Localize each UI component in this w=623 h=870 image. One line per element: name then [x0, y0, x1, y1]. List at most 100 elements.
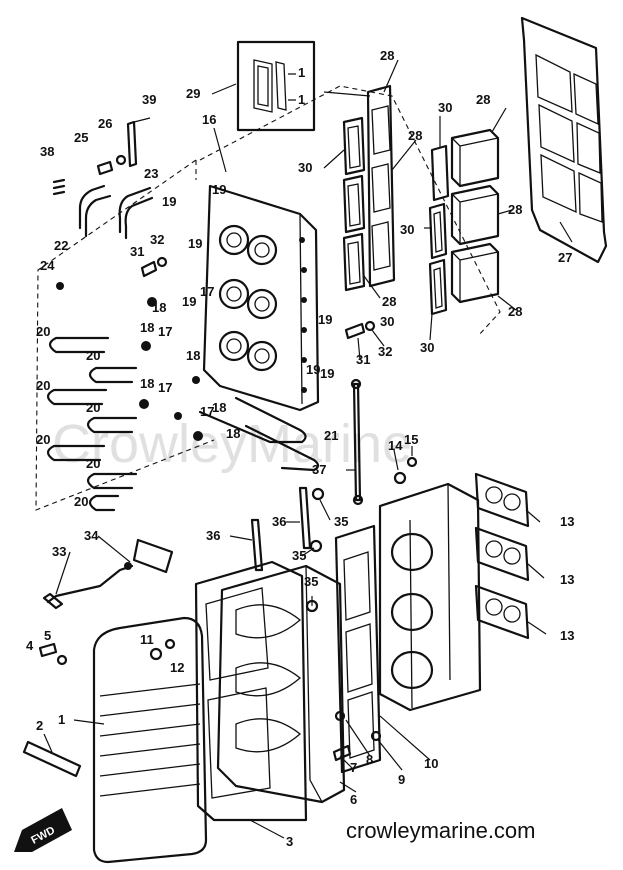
callout-20: 20: [86, 400, 100, 415]
callout-14: 14: [388, 438, 403, 453]
carburetor-assembly: [378, 482, 482, 712]
callout-20: 20: [74, 494, 88, 509]
callout-22: 22: [54, 238, 68, 253]
callout-15: 15: [404, 432, 418, 447]
callout-19: 19: [320, 366, 334, 381]
callout-7: 7: [350, 760, 357, 775]
callout-18: 18: [186, 348, 200, 363]
callout-34: 34: [84, 528, 99, 543]
fwd-arrow-icon: FWD: [14, 808, 72, 852]
site-label: crowleymarine.com: [346, 818, 536, 843]
manifold-assembly-bracket: [199, 85, 501, 337]
callout-12: 12: [170, 660, 184, 675]
callout-28: 28: [380, 48, 394, 63]
hose-group-bracket: [35, 159, 215, 511]
gasket-27: [520, 16, 608, 264]
gaskets-13: [474, 472, 530, 640]
callout-11: 11: [140, 632, 154, 647]
callout-labels: 1 2 3 4 5 6 7 8 9 10 11 12 13 13 13 14 1…: [26, 48, 574, 849]
watermark: CrowleyMarine: [52, 414, 412, 474]
callout-31: 31: [130, 244, 144, 259]
small-parts-7-8-9-11-12: [149, 638, 382, 762]
callout-28: 28: [508, 304, 522, 319]
callout-13: 13: [560, 628, 574, 643]
callout-26: 26: [98, 116, 112, 131]
callout-17: 17: [158, 324, 172, 339]
reed-gaskets-30-left: [342, 116, 366, 292]
callout-28: 28: [508, 202, 522, 217]
callout-27: 27: [558, 250, 572, 265]
callout-33: 33: [52, 544, 66, 559]
callout-6: 6: [350, 792, 357, 807]
callout-21: 21: [324, 428, 338, 443]
reed-valve-inset-29: 1 1: [236, 40, 316, 132]
callout-9: 9: [398, 772, 405, 787]
hardware-31-32: [56, 256, 376, 340]
callout-35: 35: [292, 548, 306, 563]
callout-2: 2: [36, 718, 43, 733]
reed-gaskets-30-right: [428, 144, 450, 316]
callout-30: 30: [380, 314, 394, 329]
callout-18: 18: [212, 400, 226, 415]
callout-19: 19: [188, 236, 202, 251]
callout-37: 37: [312, 462, 326, 477]
callout-16: 16: [202, 112, 216, 127]
callout-28: 28: [476, 92, 490, 107]
intake-manifold-16: [202, 184, 320, 412]
callout-30: 30: [438, 100, 452, 115]
callout-19: 19: [306, 362, 320, 377]
reed-valve-blocks-28: [450, 128, 500, 304]
screw-4-5: [38, 642, 68, 666]
callout-19: 19: [318, 312, 332, 327]
callout-32: 32: [150, 232, 164, 247]
plate-2: [22, 740, 82, 778]
callout-20: 20: [86, 456, 100, 471]
gasket-10: [334, 524, 382, 774]
fittings-35: [305, 487, 325, 613]
linkage-33-34: [42, 538, 174, 610]
hardware-25-26-38-39: [52, 120, 138, 196]
gasket-3: [194, 560, 308, 822]
reed-plate-column-28: [366, 84, 396, 288]
silencer-cover-1: [92, 616, 208, 864]
callout-18: 18: [152, 300, 166, 315]
callout-13: 13: [560, 514, 574, 529]
callout-3: 3: [286, 834, 293, 849]
callout-20: 20: [36, 378, 50, 393]
callout-1: 1: [58, 712, 65, 727]
hoses-22-23: [78, 184, 154, 240]
callout-36: 36: [206, 528, 220, 543]
callout-17: 17: [200, 284, 214, 299]
callout-38: 38: [40, 144, 54, 159]
callout-32: 32: [378, 344, 392, 359]
callout-30: 30: [298, 160, 312, 175]
callout-17: 17: [158, 380, 172, 395]
callout-25: 25: [74, 130, 88, 145]
callout-19: 19: [162, 194, 176, 209]
callout-10: 10: [424, 756, 438, 771]
inset-mark: 1: [298, 92, 305, 107]
callout-20: 20: [36, 324, 50, 339]
callout-17: 17: [200, 404, 214, 419]
callout-4: 4: [26, 638, 34, 653]
callout-8: 8: [366, 752, 373, 767]
callout-18: 18: [140, 320, 154, 335]
callout-29: 29: [186, 86, 200, 101]
bolt-14-15: [393, 456, 418, 485]
callout-28: 28: [408, 128, 422, 143]
callout-19: 19: [212, 182, 226, 197]
silencer-base-6: [216, 564, 346, 804]
callout-18: 18: [226, 426, 240, 441]
callout-35: 35: [334, 514, 348, 529]
callout-20: 20: [86, 348, 100, 363]
callout-23: 23: [144, 166, 158, 181]
callout-35: 35: [304, 574, 318, 589]
callout-13: 13: [560, 572, 574, 587]
callout-31: 31: [356, 352, 370, 367]
callout-30: 30: [400, 222, 414, 237]
rods-36: [250, 486, 312, 572]
leader-lines: [43, 59, 573, 839]
fittings-18: [139, 297, 203, 441]
inset-mark: 1: [298, 65, 305, 80]
